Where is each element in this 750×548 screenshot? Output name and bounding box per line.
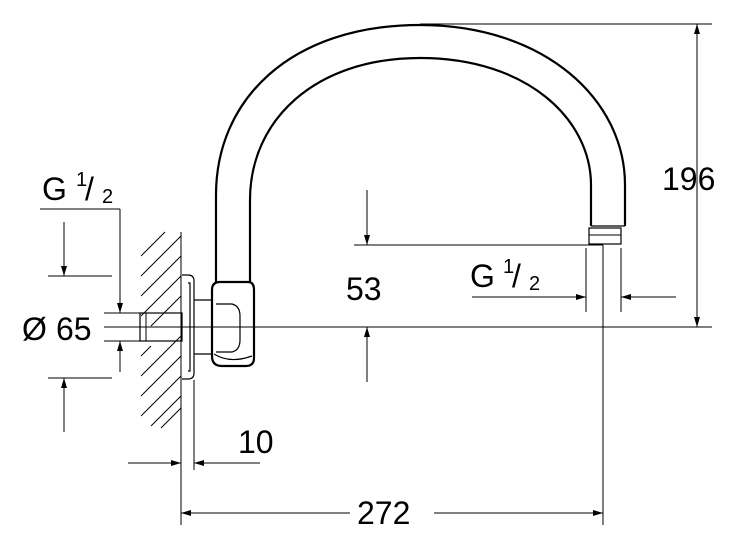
label-thread-outlet-den: 2 bbox=[529, 273, 540, 295]
dimension-projection bbox=[181, 492, 603, 528]
label-projection: 272 bbox=[357, 495, 410, 531]
shower-arm bbox=[214, 23, 627, 282]
label-height-offset: 53 bbox=[346, 271, 382, 307]
label-thread-wall-num: 1 bbox=[76, 169, 87, 191]
dimension-diameter bbox=[48, 222, 112, 432]
wall-hatch bbox=[140, 231, 182, 429]
label-thread-wall: G bbox=[42, 171, 67, 207]
label-thread-wall-slash: / bbox=[85, 171, 94, 207]
dimension-thread-wall bbox=[40, 208, 140, 372]
label-thread-outlet: G bbox=[470, 258, 495, 294]
label-height-total: 196 bbox=[662, 161, 715, 197]
label-diameter-value: 65 bbox=[56, 311, 92, 347]
label-wall-gap: 10 bbox=[238, 424, 274, 460]
arm-connector bbox=[210, 280, 256, 368]
label-thread-outlet-num: 1 bbox=[503, 256, 514, 278]
label-thread-wall-den: 2 bbox=[102, 186, 113, 208]
label-diameter-symbol: Ø bbox=[22, 311, 47, 347]
label-thread-outlet-slash: / bbox=[512, 258, 521, 294]
reference-lines bbox=[104, 23, 712, 525]
